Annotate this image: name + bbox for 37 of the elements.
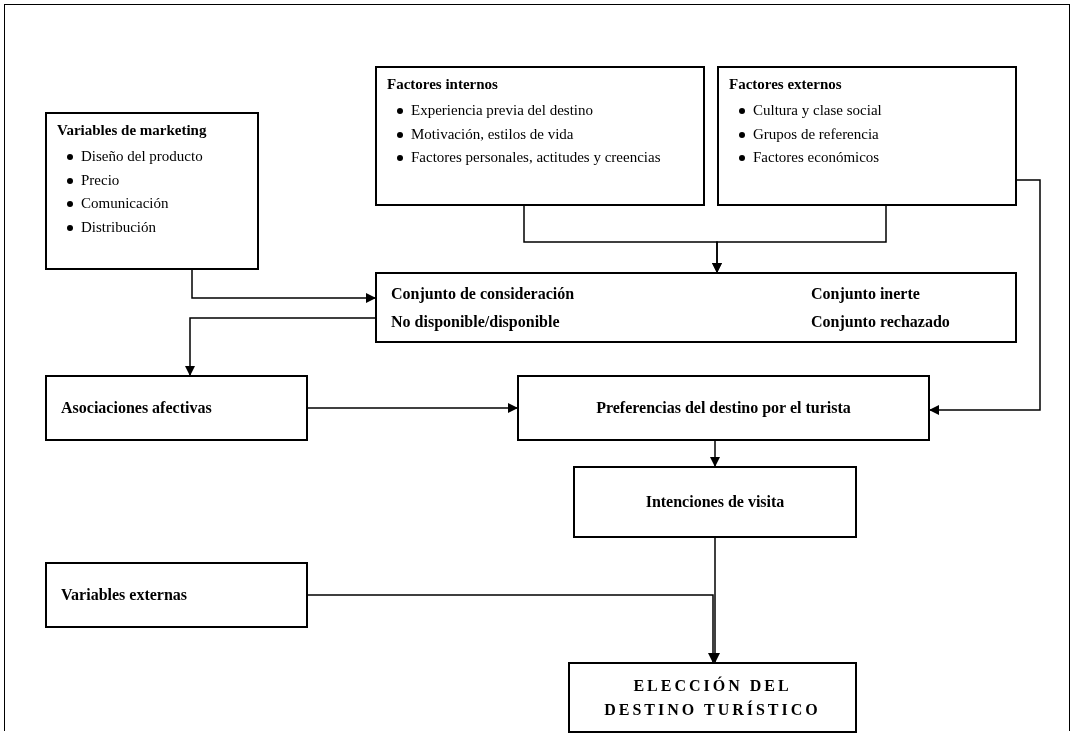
arrow <box>307 403 518 413</box>
bullet-item: Distribución <box>81 217 156 237</box>
marketing-box <box>45 112 259 270</box>
bullet-item: Diseño del producto <box>81 147 203 166</box>
box-label: Asociaciones afectivas <box>61 398 213 418</box>
bullet-item: Cultura y clase social <box>753 101 882 120</box>
bullet-item: Factores personales, actitudes y creencias <box>411 148 661 167</box>
process-box <box>517 375 930 441</box>
process-box <box>45 375 308 441</box>
bullet-item: Grupos de referencia <box>753 124 879 144</box>
arrow <box>929 179 1041 415</box>
set-label: No disponible/disponible <box>391 311 561 333</box>
bullet-item: Comunicación <box>81 194 169 213</box>
process-box <box>45 562 308 628</box>
bullet-item: Factores económicos <box>753 148 880 167</box>
factor-box <box>717 66 1017 206</box>
box-label: Intenciones de visita <box>645 492 785 512</box>
box-label: Variables externas <box>61 585 189 605</box>
result-box <box>568 662 857 733</box>
set-label: Conjunto inerte <box>811 283 921 305</box>
box-label: ELECCIÓN DEL DESTINO TURÍSTICO <box>603 675 822 720</box>
arrow <box>185 317 376 376</box>
bullet-item: Experiencia previa del destino <box>411 101 593 120</box>
set-label: Conjunto rechazado <box>811 311 951 333</box>
box-heading: Variables de marketing <box>57 122 208 139</box>
box-label: Preferencias del destino por el turista <box>596 398 851 419</box>
arrow <box>191 269 376 303</box>
process-box <box>573 466 857 538</box>
factor-box <box>375 66 705 206</box>
box-heading: Factores internos <box>387 76 499 93</box>
arrow <box>712 205 887 273</box>
bullet-item: Motivación, estilos de vida <box>411 124 574 144</box>
arrow <box>710 440 720 467</box>
bullet-item: Precio <box>81 170 120 190</box>
box-heading: Factores externos <box>729 76 843 93</box>
set-box <box>375 272 1017 343</box>
set-label: Conjunto de consideración <box>391 283 576 305</box>
